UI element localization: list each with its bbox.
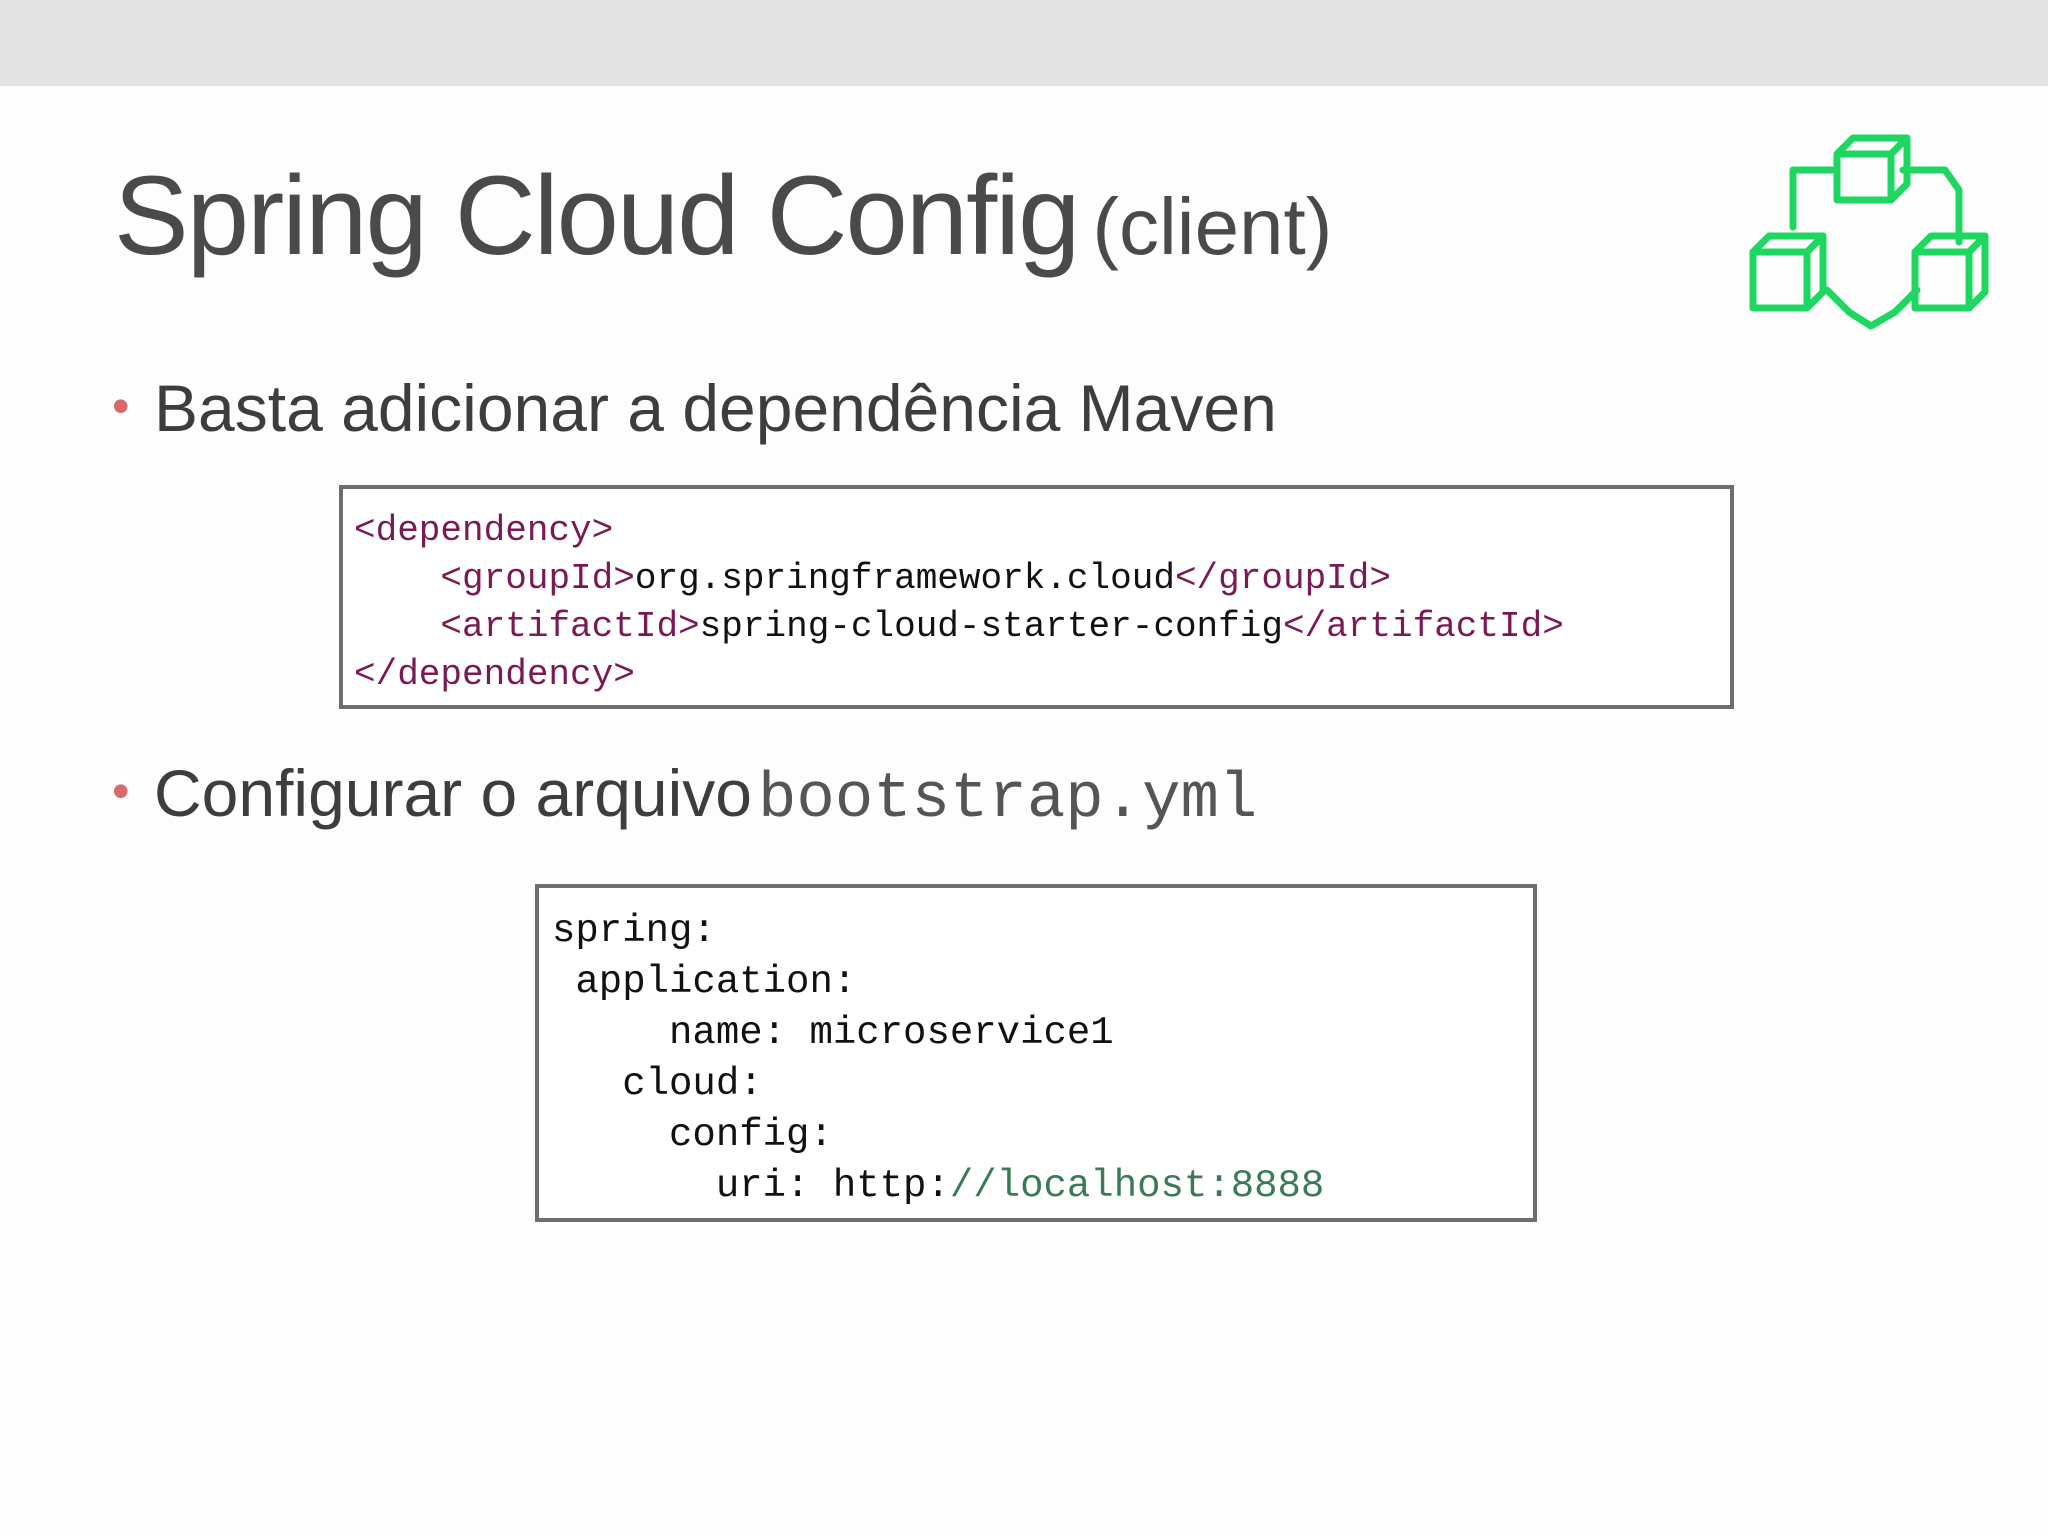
- yml-code-block: spring: application: name: microservice1…: [535, 884, 1537, 1222]
- cubes-icon: [1749, 134, 1989, 330]
- xml-value: org.springframework.cloud: [634, 558, 1175, 599]
- bullet-text: Basta adicionar a dependência Maven: [154, 371, 1277, 445]
- code-line: application:: [552, 960, 857, 1004]
- bullet-dot: •: [112, 763, 130, 819]
- title-main: Spring Cloud Config: [114, 153, 1080, 278]
- yml-key: uri: http:: [552, 1164, 950, 1208]
- xml-value: spring-cloud-starter-config: [699, 606, 1283, 647]
- code-line: <groupId>org.springframework.cloud</grou…: [354, 555, 1730, 603]
- xml-tag: </artifactId>: [1282, 606, 1564, 647]
- xml-code-block: <dependency> <groupId>org.springframewor…: [339, 485, 1734, 709]
- indent: [354, 606, 440, 647]
- indent: [354, 558, 440, 599]
- xml-tag: <dependency>: [354, 510, 614, 551]
- xml-tag: </dependency>: [354, 654, 635, 695]
- code-line: cloud:: [552, 1062, 763, 1106]
- bullet-item: •Configurar o arquivobootstrap.yml: [112, 760, 1257, 832]
- top-bar: [0, 0, 2048, 86]
- code-line: uri: http://localhost:8888: [552, 1161, 1533, 1212]
- code-line: config:: [552, 1113, 833, 1157]
- code-line: spring:: [552, 909, 716, 953]
- slide-title: Spring Cloud Config(client): [114, 160, 1332, 272]
- code-line: <artifactId>spring-cloud-starter-config<…: [354, 603, 1730, 651]
- inline-code-filename: bootstrap.yml: [758, 764, 1258, 836]
- code-line: <dependency>: [354, 507, 1730, 555]
- xml-tag: <groupId>: [440, 558, 635, 599]
- code-line: name: microservice1: [552, 1011, 1114, 1055]
- bullet-dot: •: [112, 378, 130, 434]
- title-sub: (client): [1092, 182, 1333, 271]
- xml-tag: </groupId>: [1174, 558, 1391, 599]
- xml-tag: <artifactId>: [440, 606, 700, 647]
- bullet-text: Configurar o arquivo: [154, 756, 752, 830]
- code-line: </dependency>: [354, 651, 1730, 699]
- bullet-item: •Basta adicionar a dependência Maven: [112, 375, 1277, 441]
- yml-url: //localhost:8888: [949, 1164, 1325, 1208]
